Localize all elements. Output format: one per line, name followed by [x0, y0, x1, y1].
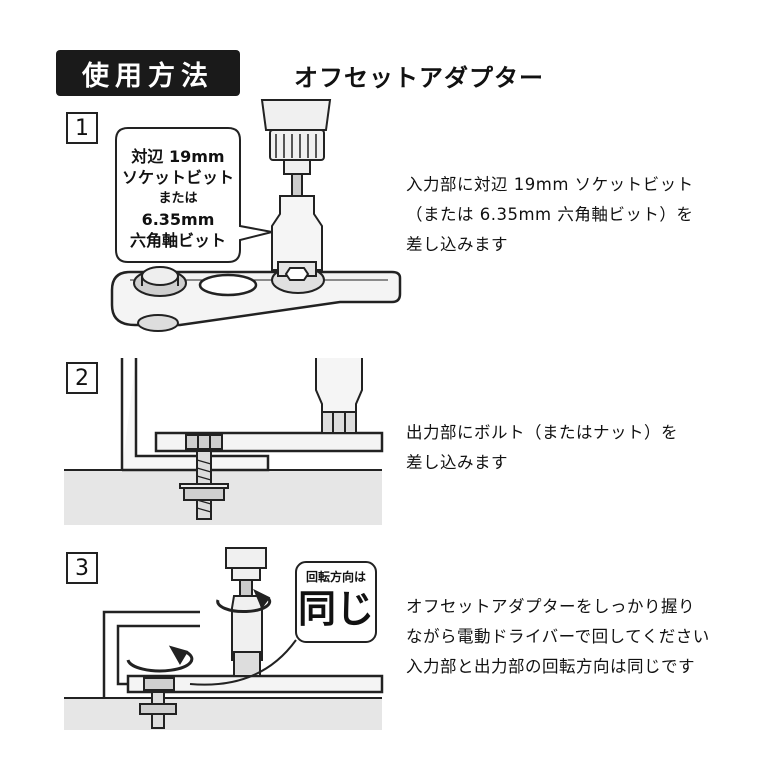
step-number-label: 2	[75, 365, 89, 391]
socket-bit	[271, 173, 323, 281]
step-number-2: 2	[66, 362, 98, 394]
callout-bubble-3	[295, 561, 377, 643]
callout-line: 対辺 19mm	[131, 147, 225, 166]
callout-pointer-3	[189, 639, 297, 686]
output-nut	[133, 266, 187, 297]
floor-3	[64, 698, 382, 730]
description-line: 出力部にボルト（またはナット）を	[406, 423, 678, 442]
bracket-2	[120, 358, 270, 472]
description-line: 入力部に対辺 19mm ソケットビット	[406, 175, 694, 194]
callout-bubble-1	[115, 127, 273, 263]
callout-line: ソケットビット	[121, 168, 234, 187]
rotation-arrow-output	[126, 645, 194, 673]
nut-3	[139, 677, 177, 729]
callout-text-3: 回転方向は 同じ	[296, 568, 376, 633]
callout-big-text: 同じ	[297, 587, 374, 631]
step-number-1: 1	[66, 112, 98, 144]
description-line: 入力部と出力部の回転方向は同じです	[406, 657, 695, 676]
step-1-description: 入力部に対辺 19mm ソケットビット （または 6.35mm 六角軸ビット）を…	[406, 170, 694, 260]
step-2-description: 出力部にボルト（またはナット）を 差し込みます	[406, 418, 678, 478]
step-3-description: オフセットアダプターをしっかり握り ながら電動ドライバーで回してください 入力部…	[406, 592, 710, 682]
callout-line: または	[158, 191, 198, 206]
rotation-arrow-input	[216, 588, 272, 614]
callout-text-1: 対辺 19mm ソケットビット または 6.35mm 六角軸ビット	[116, 146, 240, 251]
step-number-label: 3	[75, 555, 89, 581]
description-line: 差し込みます	[406, 453, 508, 472]
step-number-label: 1	[75, 115, 89, 141]
nut-2	[185, 434, 223, 450]
section-title-badge: 使用方法	[56, 50, 240, 96]
bolt-2	[179, 450, 229, 520]
description-line: ながら電動ドライバーで回してください	[406, 627, 710, 646]
callout-line: 6.35mm	[141, 210, 215, 229]
description-line: 差し込みます	[406, 235, 508, 254]
callout-small-text: 回転方向は	[305, 570, 366, 584]
callout-line: 六角軸ビット	[129, 231, 226, 250]
product-name: オフセットアダプター	[294, 64, 544, 92]
socket-2	[315, 358, 363, 434]
step-number-3: 3	[66, 552, 98, 584]
center-hole	[198, 273, 258, 297]
drill-chuck	[260, 99, 332, 175]
section-title: 使用方法	[82, 60, 214, 92]
description-line: （または 6.35mm 六角軸ビット）を	[406, 205, 694, 224]
description-line: オフセットアダプターをしっかり握り	[406, 597, 695, 616]
